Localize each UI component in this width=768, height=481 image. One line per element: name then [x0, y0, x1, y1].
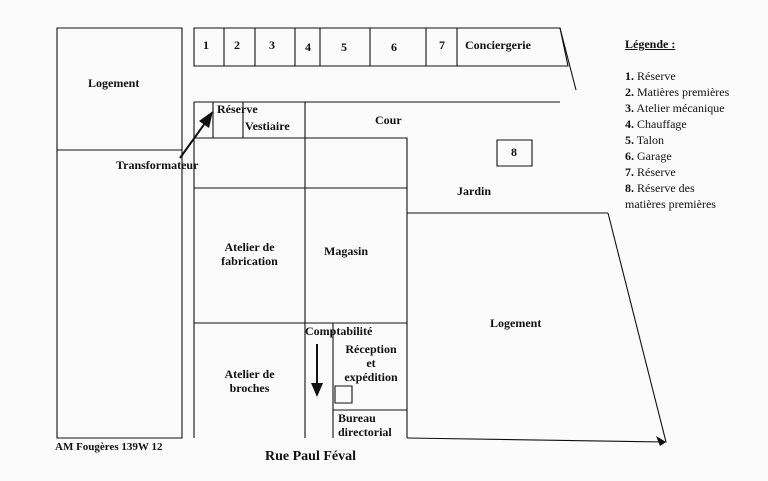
wall	[332, 323, 407, 438]
room-5: 5	[341, 40, 347, 54]
transformateur-label: Transformateur	[116, 158, 199, 172]
legend-label: Réserve	[637, 69, 676, 83]
legend-title: Légende :	[625, 37, 676, 51]
legend-item: 1. Réserve	[625, 68, 729, 84]
street-direction-arrow	[656, 436, 666, 446]
room-4: 4	[305, 40, 311, 54]
reception-expedition-label: Réception et expédition	[344, 342, 398, 384]
legend-label: Talon	[636, 133, 664, 147]
legend-number: 4.	[625, 117, 634, 131]
legend-item: 4. Chauffage	[625, 116, 729, 132]
property-boundary	[559, 27, 577, 91]
legend-label: Réserve	[637, 165, 676, 179]
room-8-box	[496, 139, 533, 167]
logement-top-label: Logement	[88, 76, 140, 90]
reserve-small-label: Réserve	[217, 102, 258, 116]
legend-label: Garage	[637, 149, 672, 163]
legend-number: 5.	[625, 133, 634, 147]
jardin-label: Jardin	[457, 184, 492, 198]
legend-item: 5. Talon	[625, 132, 729, 148]
box	[334, 385, 353, 404]
logement-right-label: Logement	[490, 316, 542, 330]
legend-number: 3.	[625, 101, 634, 115]
legend-item: 7. Réserve	[625, 164, 729, 180]
legend-label: Réserve des matières premières	[625, 181, 716, 211]
legend: Légende : 1. Réserve 2. Matières premièr…	[625, 36, 729, 212]
site-outline	[56, 27, 183, 439]
comptabilite-arrow	[311, 344, 323, 397]
legend-item: 3. Atelier mécanique	[625, 100, 729, 116]
wall	[194, 187, 407, 324]
transformateur-arrow	[179, 111, 213, 159]
room-2: 2	[234, 38, 240, 52]
legend-label: Chauffage	[637, 117, 687, 131]
legend-number: 2.	[625, 85, 634, 99]
legend-label: Atelier mécanique	[636, 101, 725, 115]
conciergerie-label: Conciergerie	[465, 38, 531, 52]
legend-item: 8. Réserve des matières premières	[625, 180, 729, 212]
street-name: Rue Paul Féval	[265, 449, 356, 464]
legend-number: 7.	[625, 165, 634, 179]
legend-number: 6.	[625, 149, 634, 163]
legend-item: 2. Matières premières	[625, 84, 729, 100]
cour-label: Cour	[375, 113, 402, 127]
room-1: 1	[203, 38, 209, 52]
room-6: 6	[391, 40, 397, 54]
bureau-directorial-label: Bureau directorial	[338, 411, 392, 439]
legend-number: 8.	[625, 181, 634, 195]
archive-reference: AM Fougères 139W 12	[55, 441, 163, 453]
atelier-broches-label: Atelier de broches	[224, 367, 275, 395]
comptabilite-label: Comptabilité	[305, 324, 373, 338]
room-3: 3	[269, 38, 275, 52]
vestiaire-label: Vestiaire	[245, 119, 290, 133]
atelier-fabrication-label: Atelier de fabrication	[221, 240, 278, 268]
wall	[223, 28, 458, 66]
room-8-label: 8	[511, 145, 517, 159]
legend-number: 1.	[625, 69, 634, 83]
annex-building	[193, 27, 569, 67]
legend-label: Matières premières	[637, 85, 730, 99]
room-7: 7	[439, 38, 445, 52]
magasin-label: Magasin	[324, 244, 369, 258]
legend-item: 6. Garage	[625, 148, 729, 164]
